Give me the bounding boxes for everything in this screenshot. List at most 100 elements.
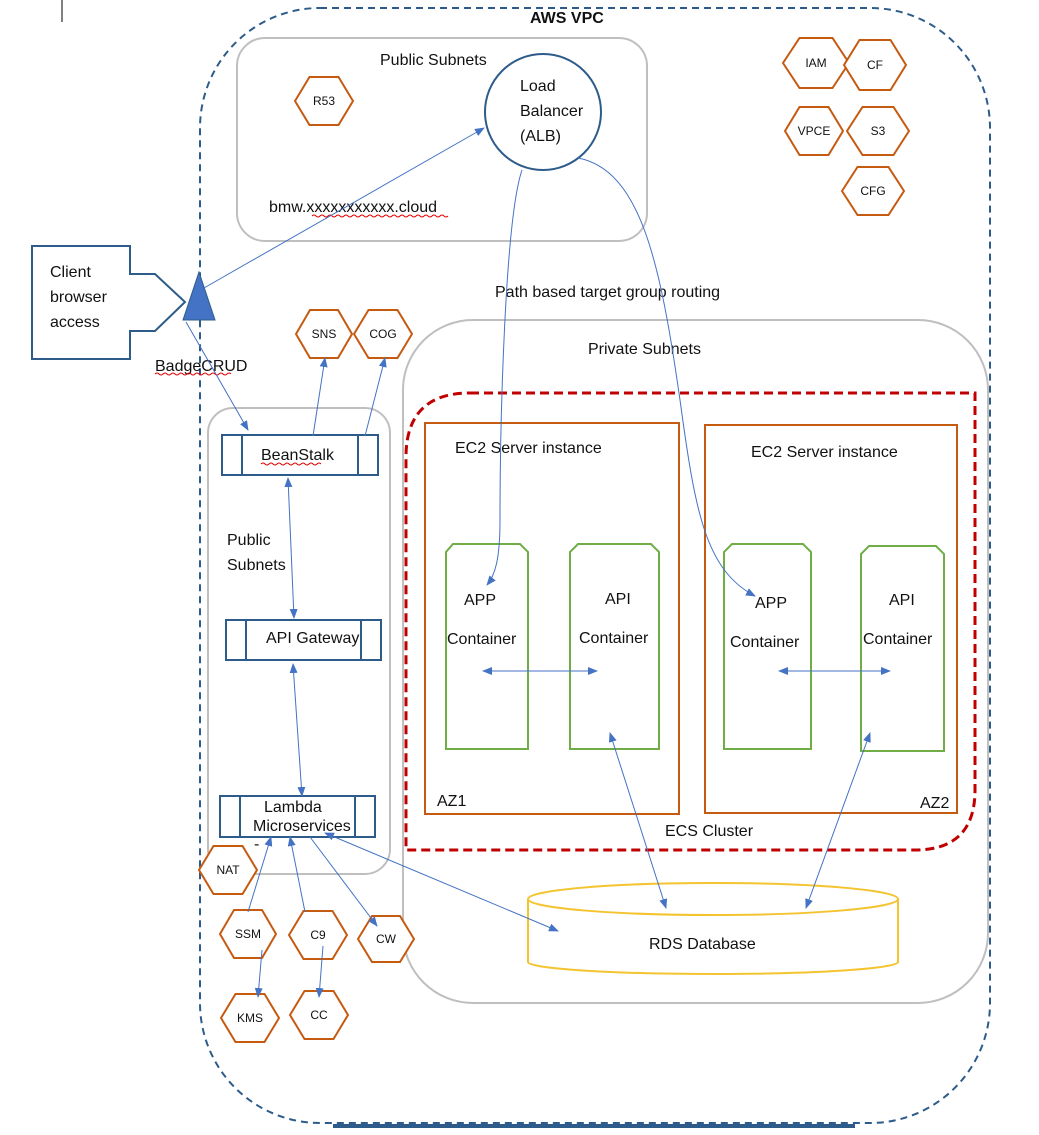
arrow-lb-to-app-left xyxy=(486,169,523,586)
hex-vpce: VPCE xyxy=(783,106,845,156)
arrow-gateway-to-lb xyxy=(203,127,485,289)
public-subnet-left xyxy=(207,407,391,875)
app-container-right: APP Container xyxy=(723,543,812,750)
hex-kms: KMS xyxy=(219,993,281,1043)
arrow-beanstalk-apigw xyxy=(284,477,298,619)
arrow-beanstalk-to-sns xyxy=(312,357,328,437)
hex-ssm: SSM xyxy=(218,909,278,959)
rds-label: RDS Database xyxy=(649,936,756,953)
hex-kms-label: KMS xyxy=(237,1011,263,1025)
rds-database: RDS Database xyxy=(527,882,899,975)
domain-spellcheck-underline xyxy=(311,214,449,218)
lb-line3: (ALB) xyxy=(520,128,561,145)
arrow-api-left-rds xyxy=(608,732,668,909)
hex-r53: R53 xyxy=(293,76,355,126)
hex-ssm-label: SSM xyxy=(235,927,261,941)
public-subnet-top-title: Public Subnets xyxy=(380,52,487,69)
hex-cf: CF xyxy=(842,39,908,91)
hex-iam-label: IAM xyxy=(805,56,826,70)
arrow-c9-to-lambda xyxy=(287,836,306,913)
api-container-left: API Container xyxy=(569,543,660,750)
hex-vpce-label: VPCE xyxy=(798,124,831,138)
hex-s3-shape xyxy=(845,106,911,156)
arrow-lambda-rds xyxy=(324,832,559,932)
hex-c9-label: C9 xyxy=(310,928,326,942)
ecs-cluster-label: ECS Cluster xyxy=(665,823,754,840)
arrow-api-right-rds xyxy=(805,732,871,909)
routing-label: Path based target group routing xyxy=(495,284,720,301)
arrow-ssm-to-lambda xyxy=(247,836,273,913)
api-container-right-line2: Container xyxy=(863,631,933,648)
az2-label: AZ2 xyxy=(920,795,949,812)
ecs-cluster-boundary xyxy=(404,391,977,852)
hex-sns-label: SNS xyxy=(312,327,337,341)
hex-cog-shape xyxy=(352,309,414,359)
lambda-dash: - xyxy=(254,836,259,853)
client-browser-access: Client browser access xyxy=(31,245,187,360)
hex-sns: SNS xyxy=(294,309,354,359)
hex-s3: S3 xyxy=(845,106,911,156)
hex-cog: COG xyxy=(352,309,414,359)
lb-line1: Load xyxy=(520,78,556,95)
hex-nat: NAT xyxy=(197,845,259,895)
hex-cfg: CFG xyxy=(840,166,906,216)
arrow-gateway-to-beanstalk xyxy=(185,321,249,431)
hex-vpce-shape xyxy=(783,106,845,156)
client-line2: browser xyxy=(50,289,108,306)
lambda-line2: Microservices xyxy=(253,818,351,835)
vpc-boundary xyxy=(199,7,991,1124)
hex-cc: CC xyxy=(288,990,350,1040)
hex-cf-label: CF xyxy=(867,58,883,72)
lambda-box: Lambda Microservices - xyxy=(219,795,376,853)
hex-s3-label: S3 xyxy=(871,124,886,138)
client-line3: access xyxy=(50,314,100,331)
hex-r53-label: R53 xyxy=(313,94,335,108)
ec2-right xyxy=(704,424,958,814)
arrow-beanstalk-to-cog xyxy=(364,357,387,437)
arrow-c9-to-cc xyxy=(315,945,324,998)
hex-c9: C9 xyxy=(287,910,349,960)
hex-ssm-shape xyxy=(218,909,278,959)
load-balancer xyxy=(484,53,602,171)
arrow-lb-to-app-right xyxy=(577,157,756,597)
hex-nat-shape xyxy=(197,845,259,895)
app-container-left: APP Container xyxy=(445,543,529,750)
hex-nat-label: NAT xyxy=(216,863,240,877)
public-subnet-left-line2: Subnets xyxy=(227,557,286,574)
hex-cc-shape xyxy=(288,990,350,1040)
app-container-left-line1: APP xyxy=(464,592,496,609)
beanstalk-box: BeanStalk xyxy=(221,434,379,476)
beanstalk-spellcheck-underline xyxy=(260,462,322,466)
api-container-right: API Container xyxy=(860,545,945,752)
api-gateway-box: API Gateway xyxy=(225,619,382,661)
connections xyxy=(185,127,891,998)
private-subnet-title: Private Subnets xyxy=(588,341,701,358)
arrow-ssm-to-kms xyxy=(254,949,263,998)
hex-sns-shape xyxy=(294,309,354,359)
app-container-left-line2: Container xyxy=(447,631,517,648)
hex-r53-shape xyxy=(293,76,355,126)
arrow-apigw-lambda xyxy=(289,663,306,797)
private-subnet xyxy=(402,319,989,1004)
badge-spellcheck-underline xyxy=(154,372,232,376)
api-container-right-line1: API xyxy=(889,592,915,609)
client-line1: Client xyxy=(50,264,91,281)
api-container-left-line1: API xyxy=(605,591,631,608)
lb-line2: Balancer xyxy=(520,103,584,120)
vpc-title: AWS VPC xyxy=(530,10,604,27)
app-container-right-line1: APP xyxy=(755,595,787,612)
badge-crud-label: BadgeCRUD xyxy=(155,358,247,375)
api-gateway-label: API Gateway xyxy=(266,630,359,647)
az1-label: AZ1 xyxy=(437,793,466,810)
ec2-right-title: EC2 Server instance xyxy=(751,444,898,461)
arrow-lambda-to-cw xyxy=(309,836,378,927)
hex-iam: IAM xyxy=(781,37,851,89)
hex-cf-shape xyxy=(842,39,908,91)
ec2-left-title: EC2 Server instance xyxy=(455,440,602,457)
hex-kms-shape xyxy=(219,993,281,1043)
beanstalk-label: BeanStalk xyxy=(261,447,335,464)
ec2-left xyxy=(424,422,680,815)
hex-cw-label: CW xyxy=(376,932,397,946)
lambda-line1: Lambda xyxy=(264,799,322,816)
